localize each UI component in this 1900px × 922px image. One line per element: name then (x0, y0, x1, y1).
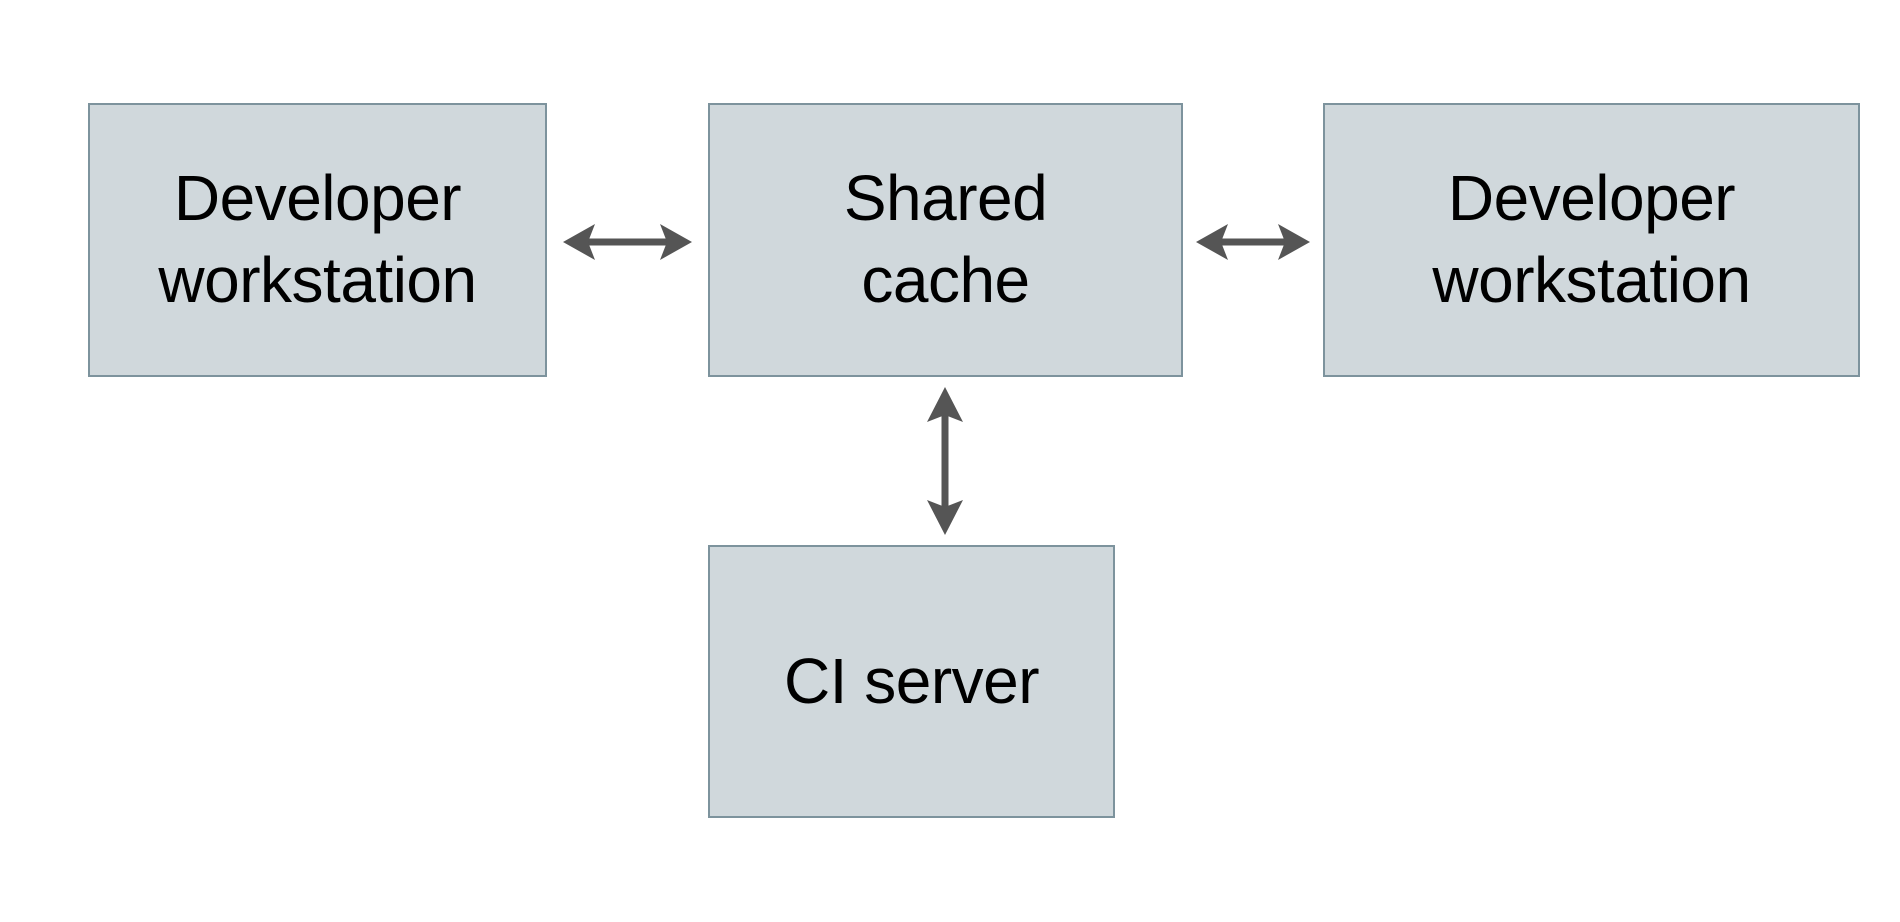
connector-developer-left-to-shared-cache (563, 224, 692, 260)
node-developer-workstation-left[interactable]: Developer workstation (88, 103, 547, 377)
node-label: Developer workstation (158, 162, 477, 316)
connector-shared-cache-to-ci-server (927, 387, 963, 535)
node-label: CI server (783, 644, 1040, 717)
node-ci-server[interactable]: CI server (708, 545, 1115, 818)
node-developer-workstation-right[interactable]: Developer workstation (1323, 103, 1860, 377)
node-label: Developer workstation (1432, 162, 1751, 316)
node-shared-cache[interactable]: Shared cache (708, 103, 1183, 377)
connector-shared-cache-to-developer-right (1196, 224, 1310, 260)
node-label: Shared cache (843, 162, 1048, 316)
